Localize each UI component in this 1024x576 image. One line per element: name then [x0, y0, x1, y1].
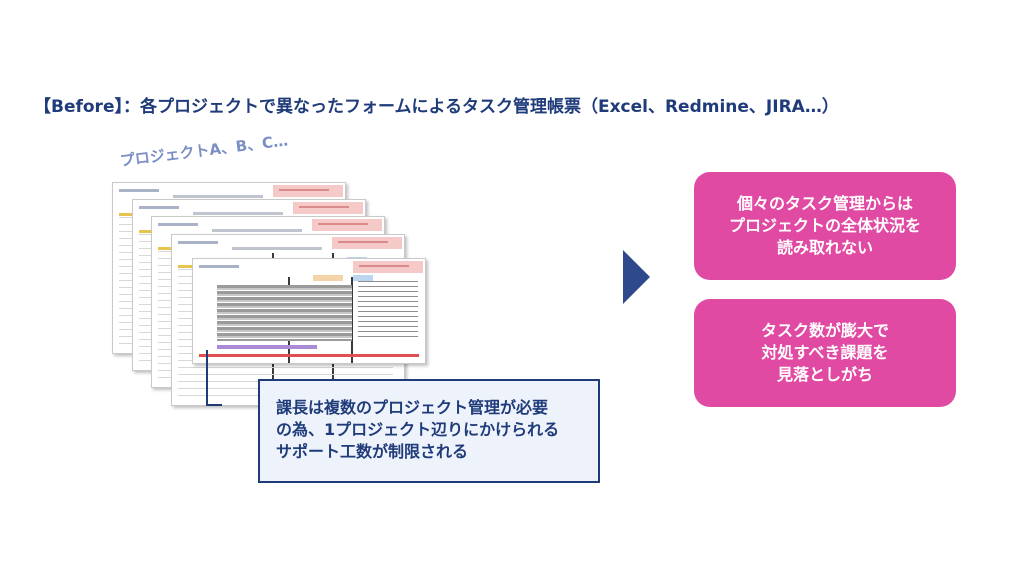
problem-line: 読み取れない	[776, 238, 873, 257]
callout-line: の為、1プロジェクト辺りにかけられる	[276, 420, 560, 439]
problem-box-oversight: タスク数が膨大で 対処すべき課題を 見落としがち	[694, 299, 956, 407]
callout-connector	[206, 350, 222, 406]
right-arrow-icon	[623, 250, 650, 304]
problem-line: プロジェクトの全体状況を	[728, 216, 921, 235]
problem-line: 個々のタスク管理からは	[736, 194, 913, 213]
problem-box-overview: 個々のタスク管理からは プロジェクトの全体状況を 読み取れない	[694, 172, 956, 280]
spreadsheet-thumbnail	[192, 258, 426, 364]
problem-line: 対処すべき課題を	[761, 343, 889, 362]
callout-line: サポート工数が制限される	[276, 442, 469, 461]
slide-heading: 【Before】：各プロジェクトで異なったフォームによるタスク管理帳票（Exce…	[34, 97, 839, 117]
problem-line: 見落としがち	[776, 365, 873, 384]
problem-line: タスク数が膨大で	[760, 321, 889, 340]
callout-box: 課長は複数のプロジェクト管理が必要 の為、1プロジェクト辺りにかけられる サポー…	[258, 379, 600, 483]
callout-line: 課長は複数のプロジェクト管理が必要	[276, 398, 549, 417]
